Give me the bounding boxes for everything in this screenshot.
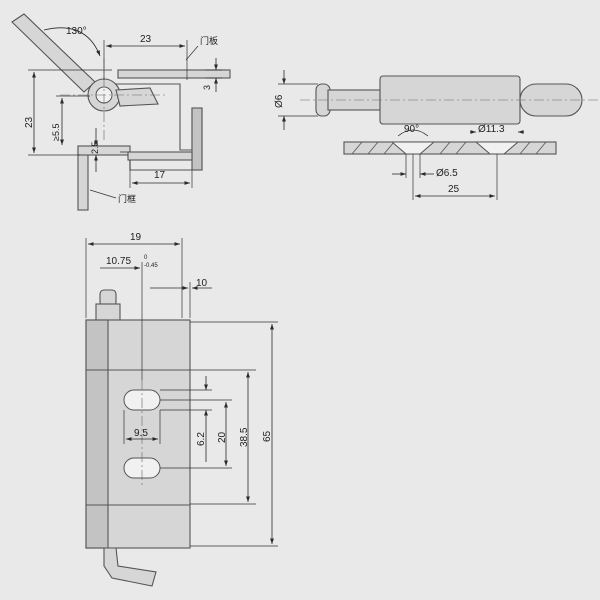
bracket-base	[127, 151, 193, 161]
dim-width-19: 19	[130, 232, 142, 243]
dim-thickness-mid: 2.5	[90, 141, 100, 154]
front-view: 19 10.75 0 -0.45 10 65 38.5 20 6.2	[85, 232, 278, 587]
dim-38-5: 38.5	[239, 427, 250, 447]
dim-thickness-top: 3	[202, 85, 212, 90]
label-door-frame: 门框	[118, 193, 136, 204]
dim-9-5: 9.5	[134, 428, 148, 439]
dim-65: 65	[262, 430, 273, 442]
countersink-right	[474, 141, 520, 155]
door-frame-horizontal	[77, 145, 131, 156]
door-frame-vertical	[77, 147, 89, 211]
dim-10: 10	[196, 278, 208, 289]
side-view: 130° 23 门板 3 23 ≥5.5 2.5 17 门框	[11, 13, 231, 211]
tolerance-lower: -0.45	[144, 263, 158, 269]
mount-plate	[343, 141, 557, 155]
dim-20: 20	[217, 431, 228, 443]
pin-view: Ø6 90° Ø11.3 Ø6.5 25	[274, 70, 598, 200]
angle-label: 130°	[66, 26, 87, 37]
plate-hatch	[351, 141, 547, 155]
dim-10-75: 10.75	[106, 256, 131, 267]
bracket-side	[191, 107, 203, 171]
dim-min-offset: ≥5.5	[51, 124, 61, 141]
dim-countersink-dia: Ø11.3	[478, 124, 505, 135]
dim-countersink-angle: 90°	[404, 124, 419, 135]
dim-height: 23	[24, 116, 35, 128]
dim-6-2: 6.2	[196, 432, 207, 446]
dim-hole-dia: Ø6.5	[436, 168, 458, 179]
front-barrel	[85, 319, 109, 549]
dim-top-width: 23	[140, 34, 152, 45]
pin-top-collar	[95, 303, 121, 323]
bottom-bent-pin	[103, 547, 157, 587]
label-door-plate: 门板	[200, 35, 218, 46]
tolerance-upper: 0	[144, 255, 148, 261]
dim-hole-spacing: 25	[448, 184, 460, 195]
door-plate	[117, 69, 231, 79]
pivot-tab	[115, 87, 159, 107]
dim-bottom-width: 17	[154, 170, 166, 181]
dim-pin-dia: Ø6	[274, 94, 285, 108]
